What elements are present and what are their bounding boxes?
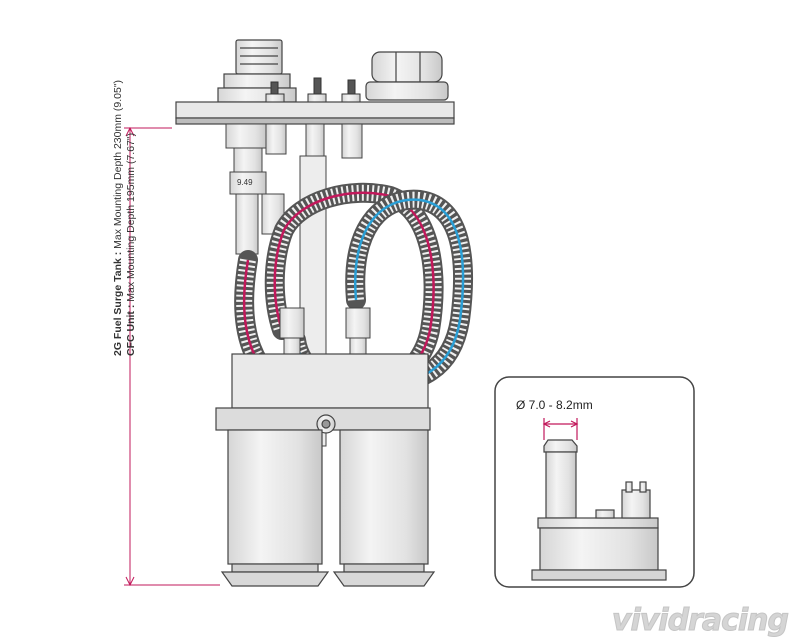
cfc-unit-depth: Max Mounting Depth 195mm (7.67") [125, 132, 137, 305]
pump-bracket [215, 353, 431, 434]
mounting-depth-label: 2G Fuel Surge Tank : Max Mounting Depth … [112, 80, 138, 356]
inset-detail-box [494, 376, 695, 588]
brand-watermark: vividracing [611, 603, 789, 639]
inlet-diameter-marker [542, 418, 579, 440]
surge-tank-label: 2G Fuel Surge Tank : [112, 251, 124, 356]
hose-end-fittings [279, 307, 371, 355]
terminal-studs [265, 77, 361, 103]
an-fitting-left [217, 39, 297, 103]
pump-inlet-detail [531, 439, 667, 581]
inlet-diameter-label: Ø 7.0 - 8.2mm [516, 398, 593, 412]
cfc-unit-label: CFC Unit : [125, 304, 137, 356]
mounting-flange [175, 101, 455, 125]
an-fitting-right [365, 51, 449, 101]
surge-tank-depth: Max Mounting Depth 230mm (9.05") [112, 79, 124, 252]
fuel-pump-right [332, 429, 436, 587]
dimension-line [124, 126, 220, 587]
part-number-label: 9.49 [237, 178, 253, 187]
fuel-pump-left [220, 429, 330, 587]
